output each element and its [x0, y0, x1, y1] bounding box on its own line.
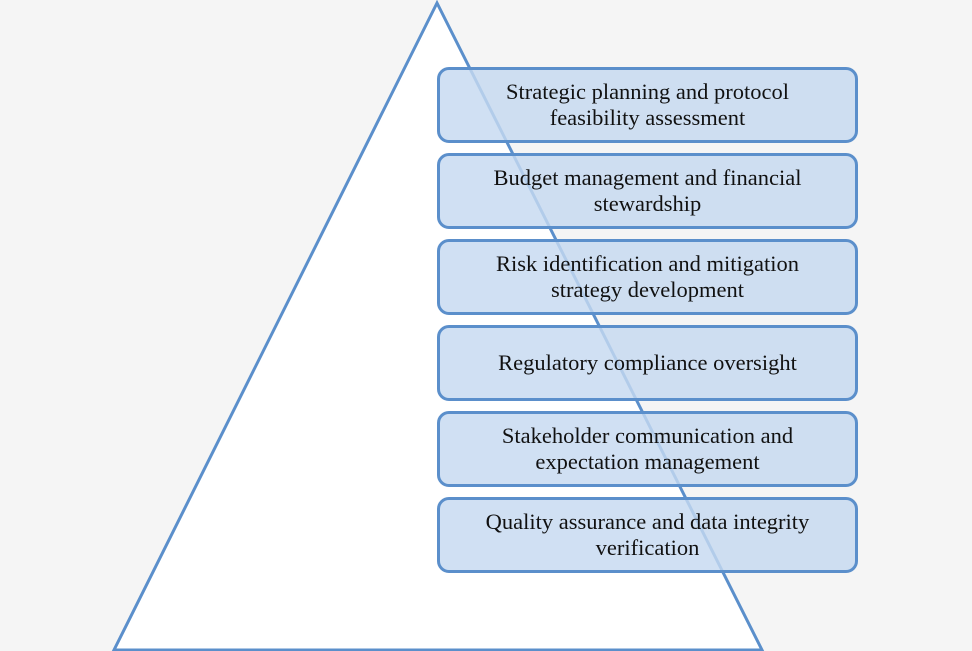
level-label-2: Budget management and financial stewards… [493, 165, 802, 216]
level-box-4: Regulatory compliance oversight [437, 325, 858, 401]
level-label-3: Risk identification and mitigation strat… [495, 251, 800, 302]
level-label-4: Regulatory compliance oversight [498, 350, 797, 375]
level-label-6: Quality assurance and data integrity ver… [485, 509, 810, 560]
level-box-5: Stakeholder communication and expectatio… [437, 411, 858, 487]
level-box-2: Budget management and financial stewards… [437, 153, 858, 229]
level-box-3: Risk identification and mitigation strat… [437, 239, 858, 315]
level-box-6: Quality assurance and data integrity ver… [437, 497, 858, 573]
level-label-1: Strategic planning and protocol feasibil… [505, 79, 790, 130]
level-box-1: Strategic planning and protocol feasibil… [437, 67, 858, 143]
level-label-5: Stakeholder communication and expectatio… [501, 423, 794, 474]
